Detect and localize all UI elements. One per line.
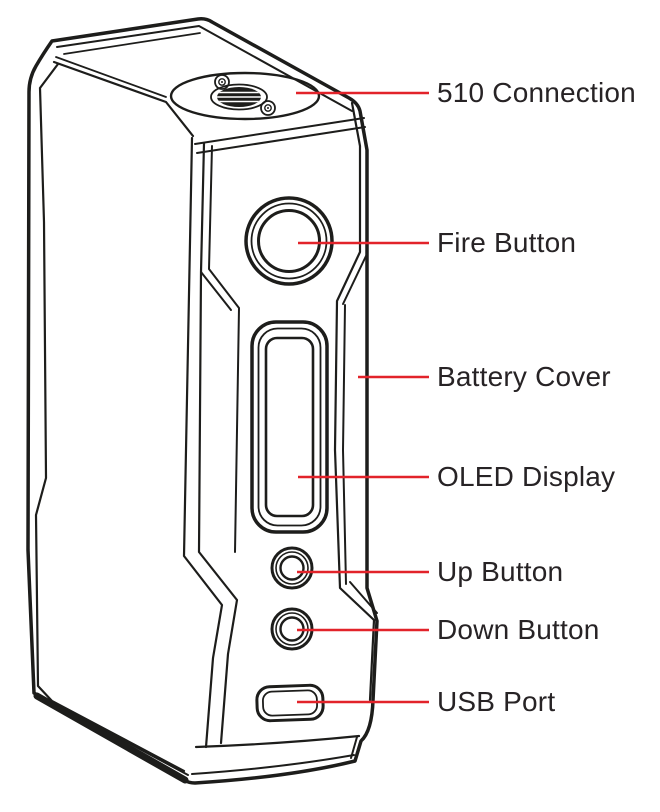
label-510-connection: 510 Connection <box>437 77 636 108</box>
left-edge-line-1 <box>182 136 224 749</box>
right-edge-line-2 <box>342 304 347 585</box>
label-up-button: Up Button <box>437 556 564 587</box>
fire-button-shape <box>244 196 334 286</box>
label-usb-port: USB Port <box>437 686 556 717</box>
left-edge-line-3 <box>208 145 240 553</box>
top-screw-left <box>214 74 230 90</box>
right-edge-line-1 <box>333 101 376 702</box>
battery-cover-panel <box>34 62 186 773</box>
right-edge-jog-bottom <box>349 581 378 614</box>
bottom-bevel-2 <box>191 754 355 775</box>
front-top-bevel-2 <box>196 126 366 154</box>
oled-display-shape <box>250 320 329 534</box>
panel-top-edge <box>52 60 195 138</box>
left-edge-jog <box>200 271 232 311</box>
510-connection-plate <box>169 71 321 121</box>
up-button-shape <box>270 546 314 590</box>
front-top-bevel-1 <box>194 117 365 145</box>
right-edge-jog-top <box>342 255 367 305</box>
top-bevel-line-2 <box>63 32 201 55</box>
top-bevel-line-1 <box>56 25 353 112</box>
label-fire-button: Fire Button <box>437 227 577 258</box>
left-edge-line-2 <box>197 141 239 745</box>
bottom-corner-facet <box>350 736 358 759</box>
top-screw-right <box>260 100 276 116</box>
label-oled-display: OLED Display <box>437 461 616 492</box>
panel-bottom-edge <box>33 692 189 784</box>
bottom-bevel-1 <box>194 734 361 749</box>
panel-top-bevel <box>55 56 167 98</box>
label-down-button: Down Button <box>437 614 600 645</box>
label-battery-cover: Battery Cover <box>437 361 611 392</box>
